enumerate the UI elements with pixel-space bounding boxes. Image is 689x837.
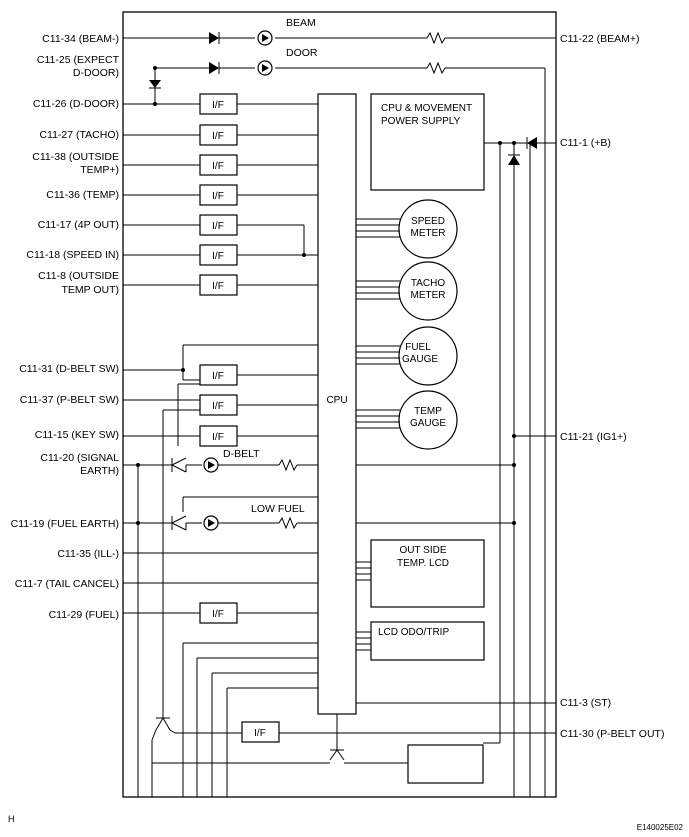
connector-label-beam-minus: C11-34 (BEAM-) [42,33,119,45]
connector-label-p-belt-out: C11-30 (P-BELT OUT) [560,728,664,740]
beam-indicator-label: BEAM [286,17,316,29]
interface-box-label: I/F [212,432,224,443]
cpu-label: CPU [326,395,347,406]
interface-box-label: I/F [212,609,224,620]
interface-box-label: I/F [212,371,224,382]
outside-temp-lcd: OUT SIDE TEMP. LCD [356,539,485,608]
connector-label-outside-temp-out: C11-8 (OUTSIDE [38,270,119,282]
connector-label-d-belt-sw: C11-31 (D-BELT SW) [19,363,119,375]
fuel-gauge-label-2: GAUGE [402,354,438,365]
connector-label-tail-cancel: C11-7 (TAIL CANCEL) [15,578,119,590]
figure-code: E140025E02 [637,823,684,832]
interface-box-label: I/F [212,161,224,172]
lcd-odo-trip-label: LCD ODO/TRIP [378,627,449,638]
interface-box-label: I/F [212,281,224,292]
tacho-meter-label-2: METER [411,290,446,301]
connector-label-speed-in: C11-18 (SPEED IN) [26,249,119,261]
left-connector-labels: C11-34 (BEAM-) C11-25 (EXPECT D-DOOR) C1… [11,33,120,621]
speed-meter-label-2: METER [411,228,446,239]
speed-meter: SPEED METER [356,199,458,259]
lcd-odo-trip: LCD ODO/TRIP [356,621,485,661]
interface-box-label: I/F [212,100,224,111]
speed-meter-label-1: SPEED [411,216,445,227]
interface-box-label: I/F [254,728,266,739]
connector-label-outside-temp-plus: C11-38 (OUTSIDE [32,151,119,163]
connector-label-ill-minus: C11-35 (ILL-) [57,548,119,560]
connector-label-outside-temp-plus-cont: TEMP+) [80,164,119,176]
interface-box-label: I/F [212,401,224,412]
interface-boxes: I/F I/F I/F I/F I/F I/F I/F I/F I/F I/F … [199,93,280,743]
connector-label-4p-out: C11-17 (4P OUT) [38,219,119,231]
power-supply-label-1: CPU & MOVEMENT [381,103,472,114]
connector-label-temp: C11-36 (TEMP) [46,189,119,201]
tacho-meter: TACHO METER [356,261,458,321]
connector-label-st: C11-3 (ST) [560,697,611,709]
p-belt-output-block [407,744,484,784]
connector-label-fuel: C11-29 (FUEL) [49,609,119,621]
connector-label-outside-temp-out-cont: TEMP OUT) [61,284,119,296]
temp-gauge-label-2: GAUGE [410,418,446,429]
low-fuel-indicator-label: LOW FUEL [251,503,305,515]
interface-box-p-belt-out [241,721,280,743]
temp-gauge: TEMP GAUGE [356,390,458,450]
connector-label-p-belt-sw: C11-37 (P-BELT SW) [20,394,119,406]
fuel-gauge-label-1: FUEL [405,342,431,353]
temp-gauge-label-1: TEMP [414,406,442,417]
connector-label-plus-b: C11-1 (+B) [560,137,611,149]
connector-label-tacho: C11-27 (TACHO) [39,129,119,141]
connector-label-signal-earth: C11-20 (SIGNAL [40,452,119,464]
connector-label-beam-plus: C11-22 (BEAM+) [560,33,639,45]
tacho-meter-label-1: TACHO [411,278,445,289]
connector-label-expect-d-door: C11-25 (EXPECT [37,54,120,66]
right-connector-labels: C11-22 (BEAM+) C11-1 (+B) C11-21 (IG1+) … [560,33,664,740]
power-supply-label-2: POWER SUPPLY [381,116,461,127]
outside-temp-lcd-label-1: OUT SIDE [399,545,446,556]
connector-label-fuel-earth: C11-19 (FUEL EARTH) [11,518,119,530]
interface-box-label: I/F [212,191,224,202]
footer-left-mark: H [8,814,15,824]
connector-label-expect-d-door-cont: D-DOOR) [73,67,119,79]
outside-temp-lcd-label-2: TEMP. LCD [397,558,449,569]
door-indicator-label: DOOR [286,47,318,59]
power-supply-block [370,93,485,191]
interface-box-label: I/F [212,221,224,232]
connector-label-d-door: C11-26 (D-DOOR) [33,98,119,110]
connector-label-signal-earth-cont: EARTH) [80,465,119,477]
connector-label-ig1-plus: C11-21 (IG1+) [560,431,627,443]
interface-box-label: I/F [212,131,224,142]
wiring [123,30,556,798]
fuel-gauge: FUEL GAUGE [356,326,458,386]
meter-housing-outline [122,11,557,798]
d-belt-indicator-label: D-BELT [223,448,260,460]
connector-label-key-sw: C11-15 (KEY SW) [35,429,119,441]
interface-box-label: I/F [212,251,224,262]
